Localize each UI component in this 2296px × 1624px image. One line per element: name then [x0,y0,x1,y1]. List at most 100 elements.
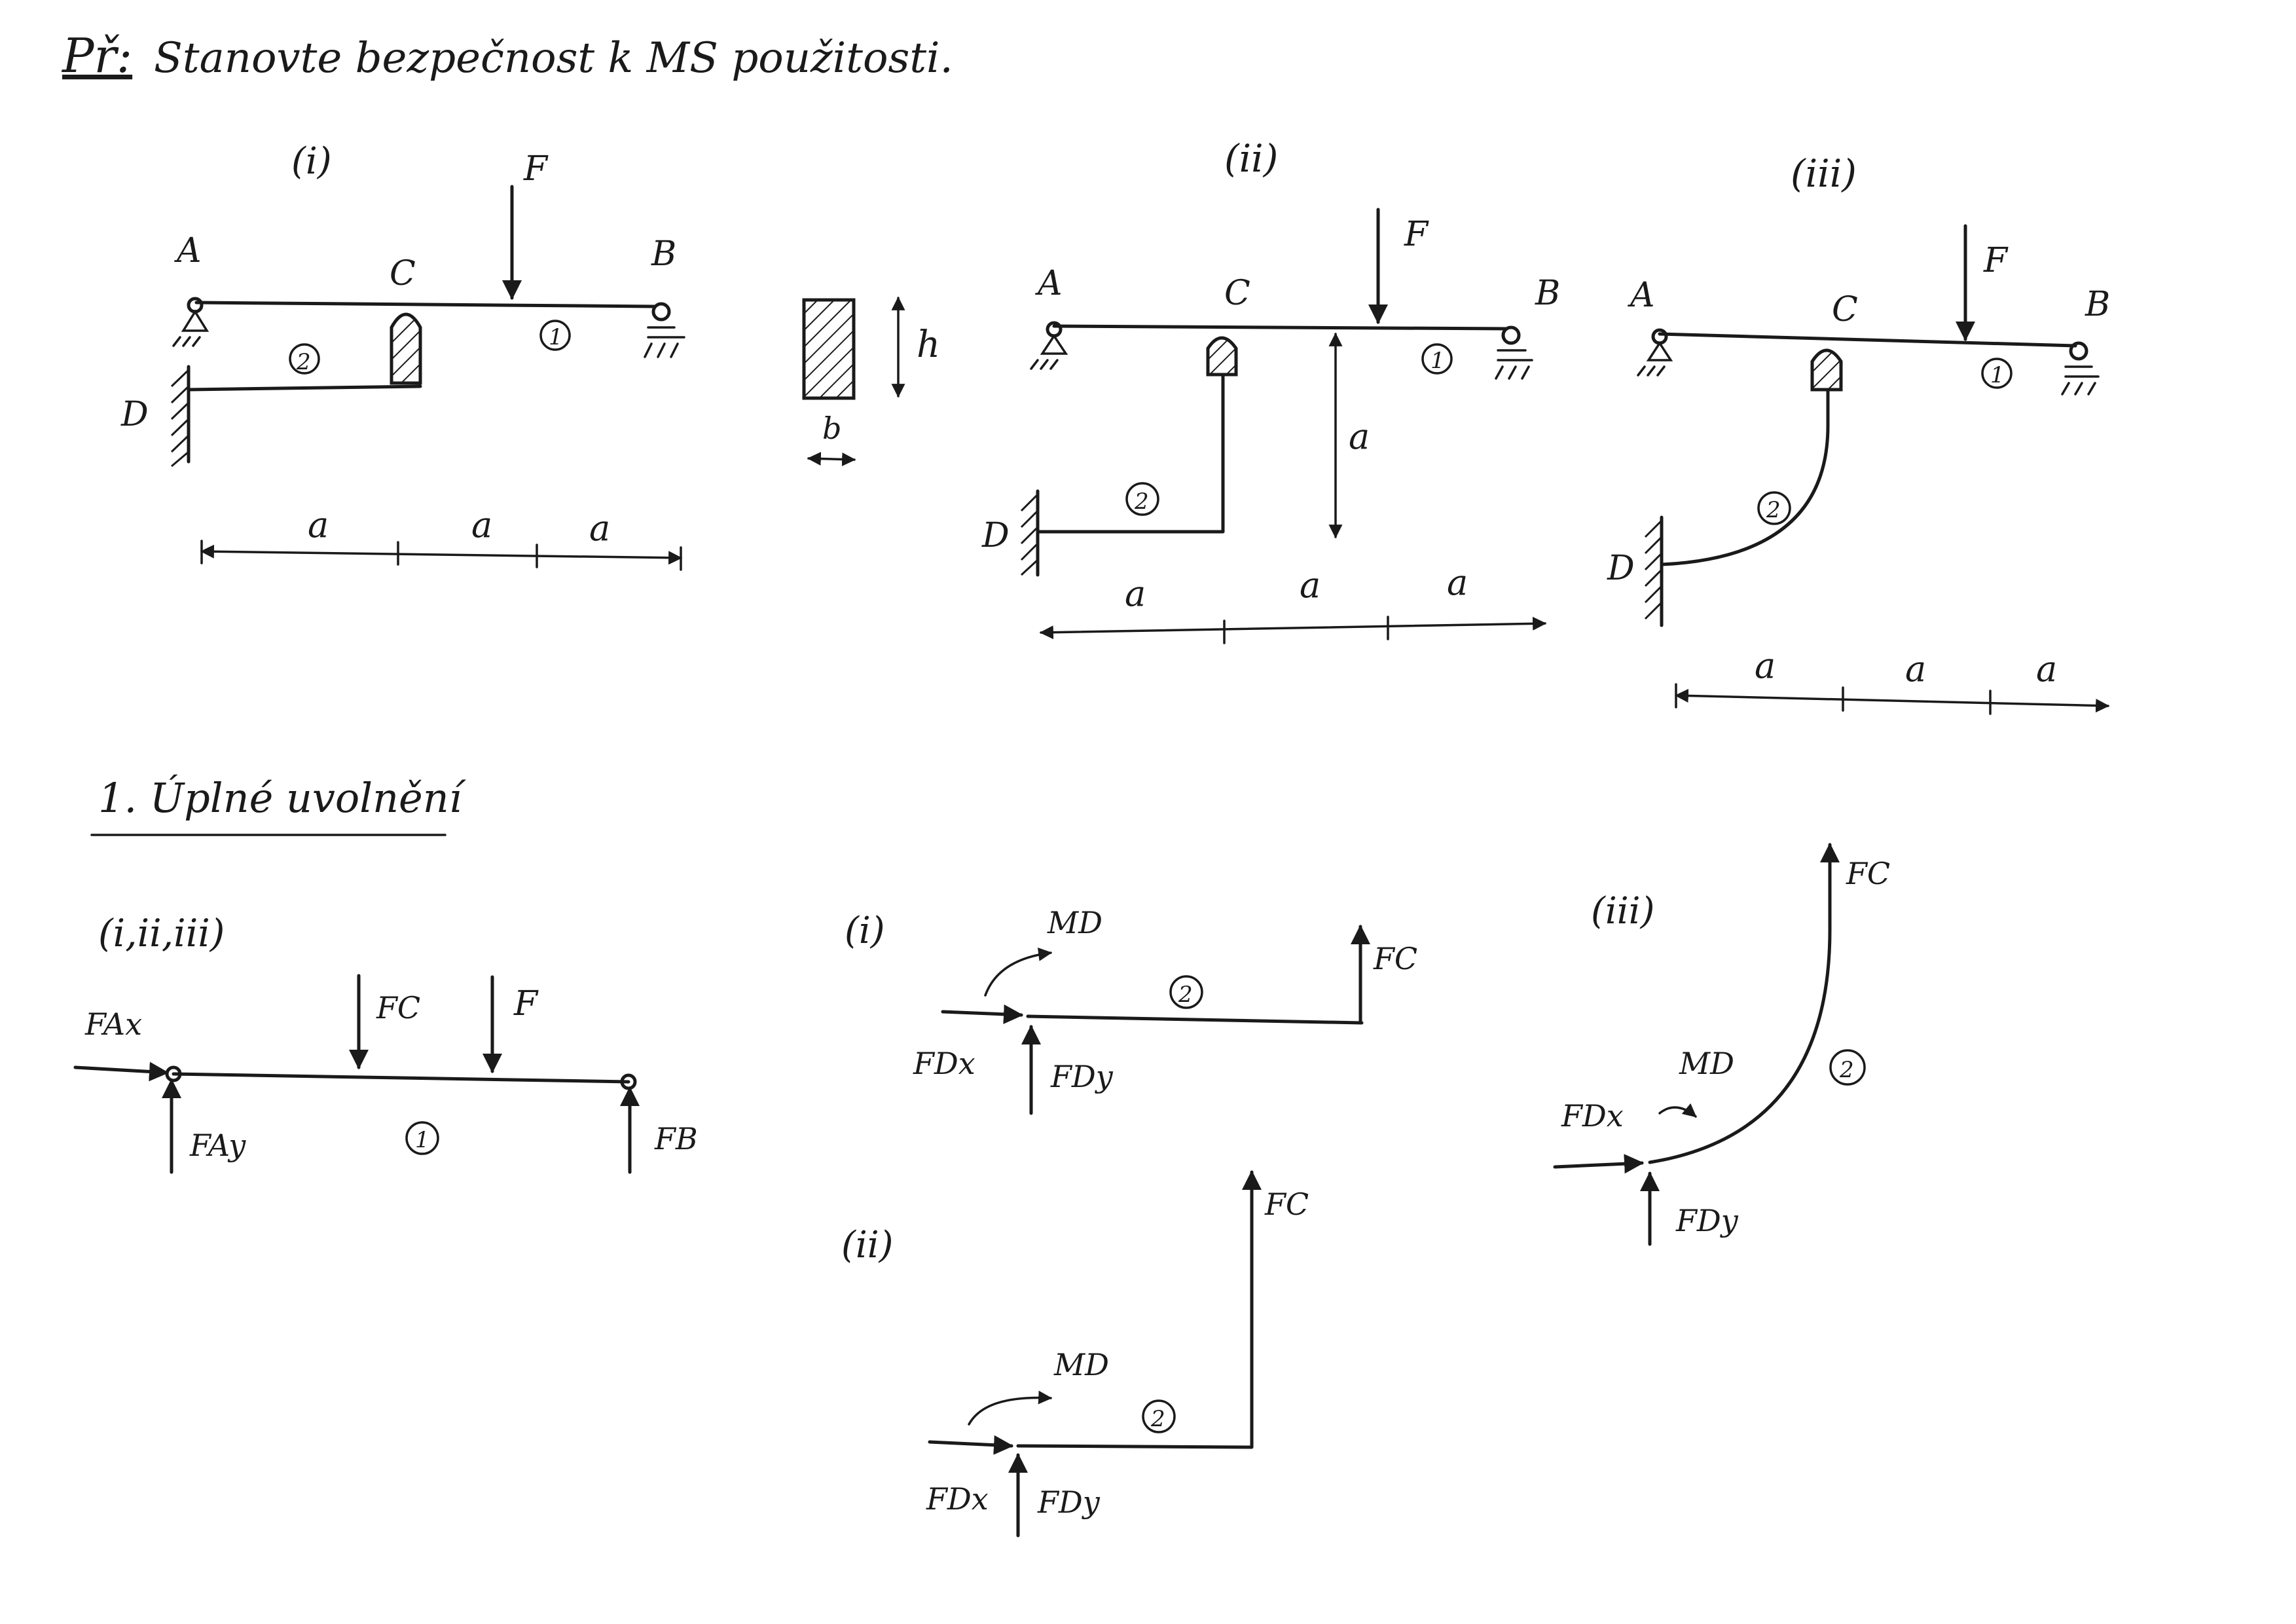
variant-label-ii: (ii) [841,1224,894,1266]
point-label-b: B [2085,285,2110,324]
column-c [1206,336,1238,377]
force-label-fc: FC [376,990,420,1025]
pin-support-a [1637,328,1673,377]
beam-2 [1036,373,1225,534]
beam-2 [1016,1177,1254,1449]
force-label-md: MD [1047,905,1102,940]
dimension-label-a: a [1300,564,1321,606]
member-2-label: 2 [1134,489,1149,515]
member-2-circle [289,343,320,375]
force-label-fdy: FDy [1675,1203,1739,1238]
beam-2 [1026,1014,1364,1025]
section-title: 1. Úplné uvolnění [90,774,467,836]
fbd-member-1: (i,ii,iii) FAx FAy FC F FB 1 [73,911,698,1174]
member-1-circle [1421,343,1453,375]
member-2-label: 2 [1150,1406,1165,1432]
force-label-f: F [1983,241,2009,280]
force-label-md: MD [1053,1347,1109,1382]
force-arrow-fdx [941,1004,1023,1024]
member-1-label: 1 [415,1127,429,1153]
member-2-circle [1125,482,1159,516]
section-title-text: 1. Úplné uvolnění [98,774,467,822]
force-label-fax: FAx [84,1006,142,1042]
header-label: Př: [61,28,132,83]
force-label-fc: FC [1373,941,1417,976]
fbd-member-2-ii: (ii) FC FDx FDy MD 2 [841,1170,1309,1538]
diagram-ii: (ii) A C B D F a 1 2 a a [981,136,1560,644]
point-label-a: A [174,231,202,270]
force-label-md: MD [1679,1046,1734,1081]
pin-support-a [172,297,210,347]
dimension-label-a: a [1125,573,1146,614]
moment-arrow-md [984,947,1053,997]
cross-section: h b [802,296,940,466]
diagram-iii: (iii) A C B D F 1 2 a a a [1607,151,2110,715]
dimension-label-a: a [2036,648,2057,690]
point-label-b: B [1535,274,1560,313]
member-1-circle [1981,358,2013,389]
beam-1 [1052,324,1508,331]
section-rectangle [802,298,856,400]
beam-1 [194,301,657,308]
point-label-c: C [390,254,416,293]
force-label-fdx: FDx [1561,1098,1624,1134]
member-1-label: 1 [549,324,563,350]
force-label-f: F [523,149,549,189]
dimension-line [200,544,683,565]
dimension-label-a: a [1755,645,1776,686]
fbd-member-2-iii: (iii) FC FDx FDy MD 2 [1553,843,1890,1246]
point-label-d: D [981,516,1010,555]
dimension-line [1039,616,1547,640]
pin-support-a [1030,321,1068,370]
column-c [390,312,422,385]
member-2-label: 2 [1839,1057,1854,1083]
column-c [1810,348,1843,392]
point-label-a: A [1035,264,1063,303]
beam-2 [187,384,422,392]
section-label-b: b [822,411,841,446]
variant-label-all: (i,ii,iii) [98,911,225,955]
dimension-line [1674,688,2110,713]
diagram-i: (i) A C B D F 2 1 [120,140,685,571]
dimension-label-a: a [471,504,492,545]
point-label-d: D [120,395,149,434]
point-label-d: D [1607,549,1635,588]
point-label-c: C [1832,290,1858,329]
roller-support-b [2061,341,2100,396]
member-1-circle [539,320,571,351]
member-2-circle [1829,1049,1866,1086]
dimension-label-a: a [1905,648,1926,690]
section-width-dimension [807,452,856,466]
member-1-label: 1 [1990,362,2005,388]
force-label-fdy: FDy [1037,1485,1101,1520]
dimension-label-a: a [1447,562,1468,603]
point-label-a: A [1628,276,1655,315]
beam-1 [172,1072,630,1084]
roller-support-b [1495,325,1533,380]
force-label-fdy: FDy [1050,1059,1114,1094]
member-2-label: 2 [296,349,311,375]
member-2-label: 2 [1766,497,1781,523]
force-arrow-fdx [1553,1154,1644,1174]
member-1-label: 1 [1430,348,1445,374]
member-2-label: 2 [1178,982,1193,1008]
curved-beam-2 [1648,928,1832,1164]
force-label-fc: FC [1846,856,1890,891]
moment-arrow-md [968,1390,1053,1426]
dimension-label-a: a [1349,416,1370,457]
member-2-circle [1142,1399,1176,1433]
roller-support-b [644,302,685,358]
force-arrow-fdx [928,1435,1013,1455]
force-label-fc: FC [1264,1187,1309,1222]
member-1-circle [405,1121,439,1155]
variant-label-iii: (iii) [1791,151,1857,196]
point-label-c: C [1224,274,1250,313]
dimension-label-a: a [308,504,329,545]
section-label-h: h [917,323,940,366]
force-label-f: F [1404,215,1429,254]
curved-beam-2 [1660,388,1830,566]
member-2-circle [1757,491,1791,525]
header: Př: Stanovte bezpečnost k MS použitosti. [61,28,953,83]
fbd-member-2-i: (i) FC FDx FDy MD 2 [845,905,1417,1115]
